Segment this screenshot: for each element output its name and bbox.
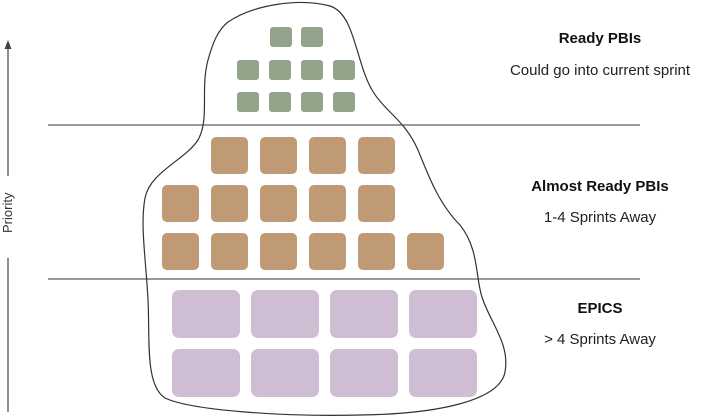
tier-2-backlog-item — [309, 137, 346, 174]
tier-3-backlog-item — [330, 290, 398, 338]
tier-2-backlog-item — [358, 137, 395, 174]
tier-1-backlog-item — [270, 27, 292, 47]
tier-2-backlog-item — [162, 185, 199, 222]
tier-3-backlog-item — [172, 349, 240, 397]
tier-2-backlog-item — [162, 233, 199, 270]
tier-3-title: EPICS — [577, 300, 623, 317]
priority-axis — [4, 40, 12, 412]
tier-3-backlog-item — [251, 349, 319, 397]
tier-2-backlog-item — [358, 185, 395, 222]
tier-1-backlog-item — [269, 60, 291, 80]
tier-2-backlog-item — [260, 185, 297, 222]
tier-1-backlog-item — [301, 60, 323, 80]
backlog-blocks — [162, 27, 477, 397]
backlog-iceberg-outline — [142, 1, 507, 416]
priority-axis-arrowhead — [4, 40, 12, 49]
tier-3-backlog-item — [251, 290, 319, 338]
tier-1-title: Ready PBIs — [558, 30, 642, 47]
tier-2-backlog-item — [211, 185, 248, 222]
tier-1-backlog-item — [301, 92, 323, 112]
tier-2-backlog-item — [309, 233, 346, 270]
priority-axis-label: Priority — [0, 192, 15, 233]
tier-1-backlog-item — [269, 92, 291, 112]
tier-1-backlog-item — [237, 92, 259, 112]
tier-1-backlog-item — [333, 92, 355, 112]
tier-2-backlog-item — [211, 233, 248, 270]
tier-2-backlog-item — [407, 233, 444, 270]
tier-3-backlog-item — [172, 290, 240, 338]
tier-2-backlog-item — [309, 185, 346, 222]
tier-3-backlog-item — [409, 290, 477, 338]
tier-2-backlog-item — [211, 137, 248, 174]
tier-2-backlog-item — [260, 137, 297, 174]
tier-1-subtitle: Could go into current sprint — [509, 62, 691, 79]
tier-3-backlog-item — [330, 349, 398, 397]
tier-1-backlog-item — [333, 60, 355, 80]
tier-3-backlog-item — [409, 349, 477, 397]
tier-1-backlog-item — [237, 60, 259, 80]
tier-3-subtitle: > 4 Sprints Away — [544, 331, 656, 348]
tier-2-title: Almost Ready PBIs — [531, 178, 669, 195]
tier-1-backlog-item — [301, 27, 323, 47]
tier-2-subtitle: 1-4 Sprints Away — [543, 209, 657, 226]
tier-2-backlog-item — [260, 233, 297, 270]
tier-2-backlog-item — [358, 233, 395, 270]
